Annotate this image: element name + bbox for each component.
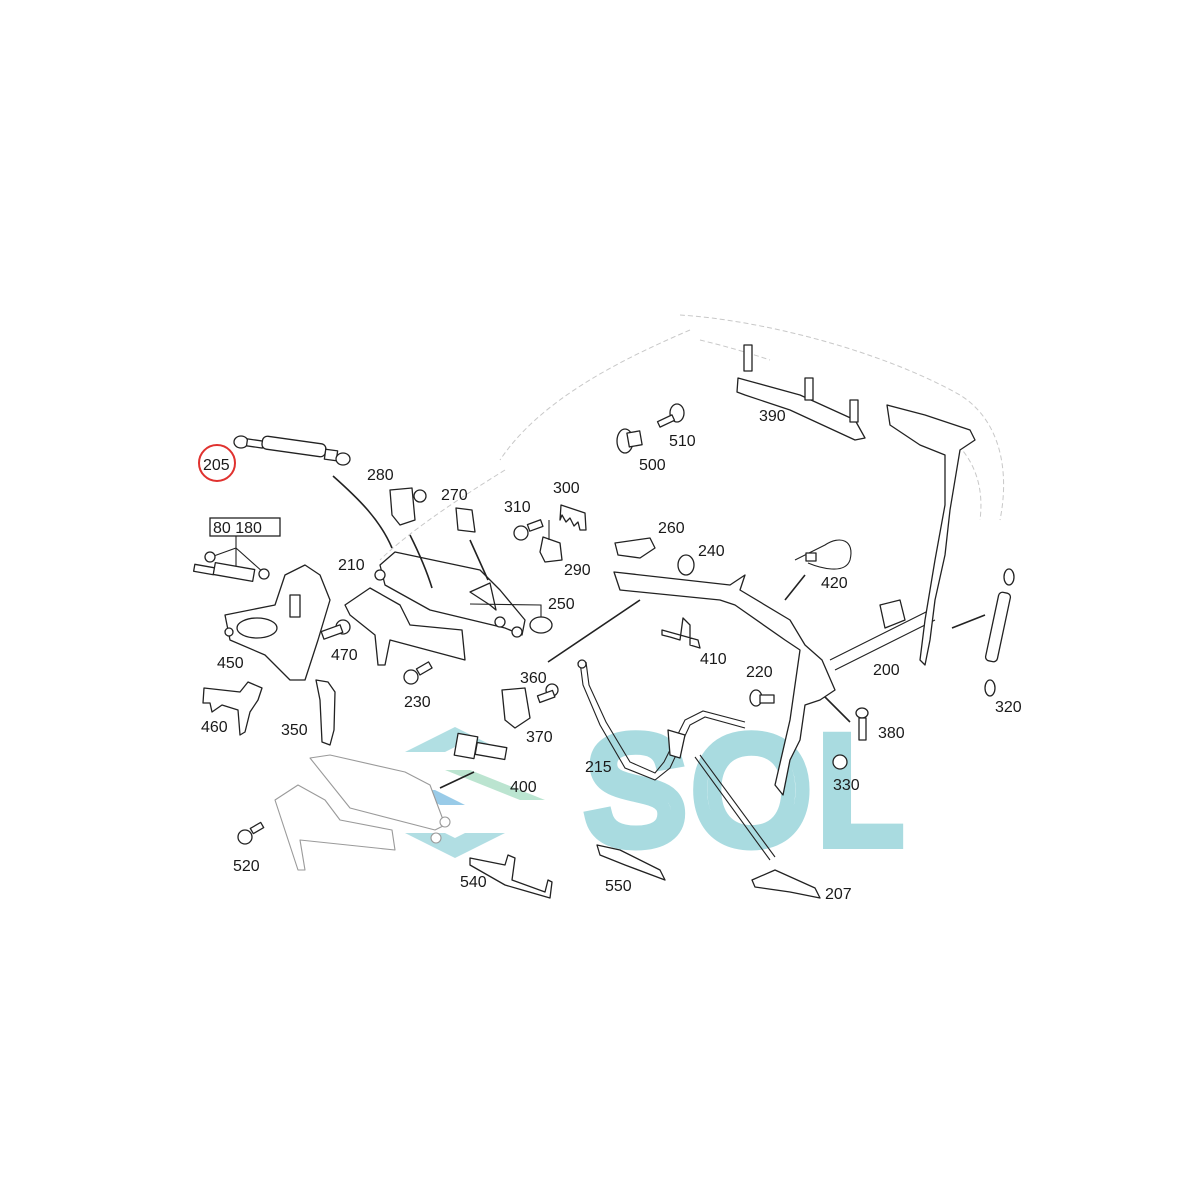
nut-330 xyxy=(832,754,848,770)
part-label-380: 380 xyxy=(878,725,905,742)
part-label-310: 310 xyxy=(504,499,531,516)
part-label-540: 540 xyxy=(460,874,487,891)
leader-lines xyxy=(332,475,641,663)
part-label-300: 300 xyxy=(553,480,580,497)
hinge-arm-main xyxy=(613,404,976,796)
part-label-270: 270 xyxy=(441,487,468,504)
actuator-400 xyxy=(453,732,508,761)
grommet-250 xyxy=(529,616,553,634)
bracket-207 xyxy=(751,869,821,899)
clip-410 xyxy=(661,617,701,649)
part-label-520: 520 xyxy=(233,858,260,875)
part-label-220: 220 xyxy=(746,664,773,681)
highlight-circle xyxy=(198,444,236,482)
bracket-290 xyxy=(539,536,563,563)
group-label-box xyxy=(209,517,281,537)
lock-assembly-450 xyxy=(224,564,331,681)
part-label-410: 410 xyxy=(700,651,727,668)
part-label-370: 370 xyxy=(526,729,553,746)
part-label-510: 510 xyxy=(669,433,696,450)
bolt-220 xyxy=(749,689,775,707)
part-labels: 205 80 180 280 270 310 300 290 210 250 5… xyxy=(201,408,1022,903)
part-label-260: 260 xyxy=(658,520,685,537)
pad-260 xyxy=(614,537,656,559)
hinge-assembly-lower xyxy=(274,754,451,871)
bolt-520 xyxy=(237,821,265,845)
bolt-380 xyxy=(855,707,869,741)
hinge-assembly-210 xyxy=(344,551,526,666)
part-label-400: 400 xyxy=(510,779,537,796)
part-label-207: 207 xyxy=(825,886,852,903)
part-label-240: 240 xyxy=(698,543,725,560)
hinge-part-280 xyxy=(389,487,427,526)
part-label-330: 330 xyxy=(833,777,860,794)
clip-270 xyxy=(455,507,476,533)
gas-strut-205 xyxy=(233,435,351,466)
part-label-460: 460 xyxy=(201,719,228,736)
part-label-420: 420 xyxy=(821,575,848,592)
cable-tie-420 xyxy=(794,539,852,570)
part-label-200: 200 xyxy=(873,662,900,679)
part-label-350: 350 xyxy=(281,722,308,739)
bracket-390 xyxy=(736,344,866,441)
tube-215 xyxy=(577,659,746,781)
part-label-205: 205 xyxy=(203,457,230,474)
bolt-310 xyxy=(513,519,544,541)
washer-240 xyxy=(677,554,695,576)
bolt-470 xyxy=(320,619,351,640)
bracket-350 xyxy=(315,679,336,746)
part-label-280: 280 xyxy=(367,467,394,484)
watermark-text: SOL xyxy=(585,706,909,874)
linkage-540 xyxy=(469,854,553,899)
gas-strut-320 xyxy=(984,568,1015,697)
bolt-510 xyxy=(656,403,685,428)
part-label-215: 215 xyxy=(585,759,612,776)
part-label-390: 390 xyxy=(759,408,786,425)
part-label-550: 550 xyxy=(605,878,632,895)
part-label-230: 230 xyxy=(404,694,431,711)
plate-300 xyxy=(559,504,587,531)
bracket-460 xyxy=(202,681,263,736)
part-label-250: 250 xyxy=(548,596,575,613)
part-label-320: 320 xyxy=(995,699,1022,716)
plate-370 xyxy=(501,687,531,729)
part-label-500: 500 xyxy=(639,457,666,474)
bushing-500 xyxy=(616,428,643,454)
bolt-group-80-180 xyxy=(192,551,270,583)
bolt-360 xyxy=(536,683,559,704)
rod xyxy=(694,754,776,861)
part-label-210: 210 xyxy=(338,557,365,574)
bolt-230 xyxy=(403,661,433,685)
part-label-290: 290 xyxy=(564,562,591,579)
part-label-360: 360 xyxy=(520,670,547,687)
part-label-450: 450 xyxy=(217,655,244,672)
part-label-470: 470 xyxy=(331,647,358,664)
linkage-550 xyxy=(596,844,666,881)
group-label-text: 80 180 xyxy=(213,520,262,537)
